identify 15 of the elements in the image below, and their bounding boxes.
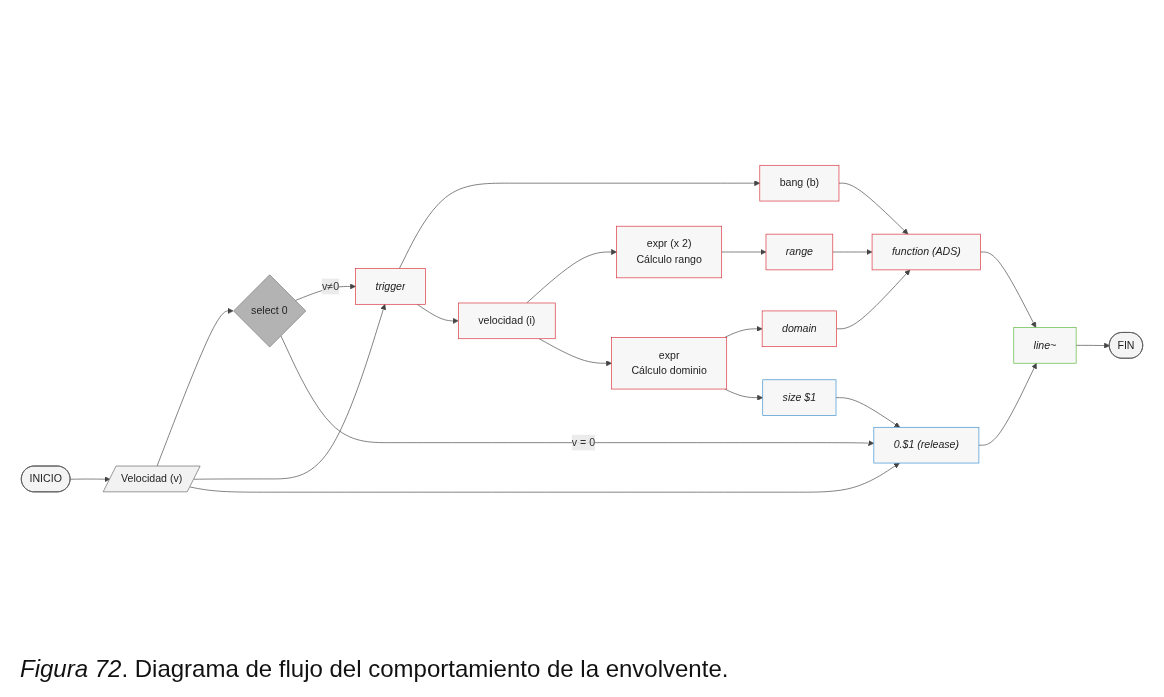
node-box: trigger — [355, 268, 426, 305]
node-box: size $1 — [762, 379, 837, 416]
node-box: 0.$1 (release) — [873, 426, 980, 464]
node-box: bang (b) — [759, 164, 840, 202]
node-diamond: select 0 — [233, 274, 307, 348]
figure-caption: Figura 72. Diagrama de flujo del comportamiento de la envolvente. — [19, 654, 730, 684]
node-box: line~ — [1013, 326, 1077, 364]
node-box: velocidad (i) — [458, 302, 556, 339]
node-box: expr (x 2) Cálculo rango — [616, 225, 723, 278]
node-box: function (ADS) — [871, 233, 981, 270]
edge-label: v = 0 — [571, 436, 596, 448]
node-box: expr Cálculo dominio — [611, 336, 728, 390]
node-box: range — [765, 233, 834, 270]
edge-label: v≠0 — [322, 280, 340, 292]
node-box: domain — [761, 310, 837, 347]
